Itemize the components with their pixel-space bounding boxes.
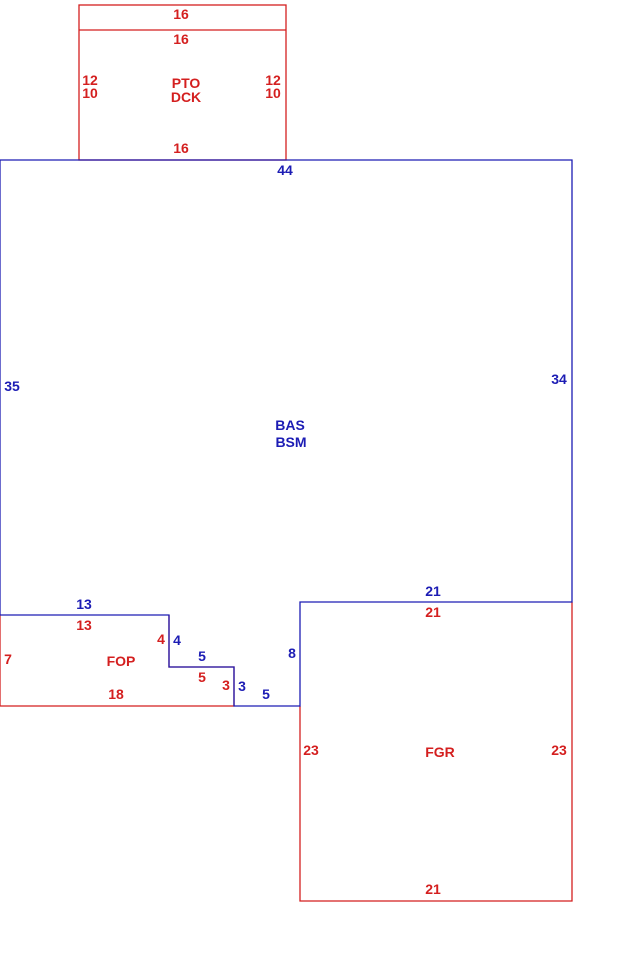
fgr-left-dimension: 23 [303, 742, 319, 758]
fgr-code-label: FGR [425, 744, 455, 760]
bas-left-bottom-dimension: 13 [76, 596, 92, 612]
pto-dck-area: 16 16 12 10 12 10 PTO DCK 16 [78, 4, 287, 161]
bas-top-dimension: 44 [277, 162, 293, 178]
bas-notch-step-dimension: 5 [198, 648, 206, 664]
fgr-outline [299, 602, 573, 902]
fgr-bottom-dimension: 21 [425, 881, 441, 897]
fop-code-label: FOP [107, 653, 136, 669]
fop-left-dimension: 7 [4, 651, 12, 667]
pto-top-dimension: 16 [173, 6, 189, 22]
bas-right-dimension: 34 [551, 371, 567, 387]
bsm-code-label: BSM [275, 434, 306, 450]
bas-garage-side-dimension: 8 [288, 645, 296, 661]
pto-right-dimension: 12 [265, 72, 281, 88]
fgr-area: 21 23 23 FGR 21 [299, 602, 573, 902]
fop-step-drop-dimension: 3 [222, 677, 230, 693]
dck-bottom-dimension: 16 [173, 140, 189, 156]
bas-left-dimension: 35 [4, 378, 20, 394]
bas-outline [0, 159, 573, 707]
bas-notch-drop2-dimension: 3 [238, 678, 246, 694]
bas-garage-top-dimension: 21 [425, 583, 441, 599]
fop-bottom-dimension: 18 [108, 686, 124, 702]
bas-notch-bottom-dimension: 5 [262, 686, 270, 702]
fop-top-dimension: 13 [76, 617, 92, 633]
fop-right-dimension: 4 [157, 631, 165, 647]
dck-left-dimension: 10 [82, 85, 98, 101]
bas-area: 44 35 34 BAS BSM 13 4 5 3 5 8 21 [0, 159, 573, 707]
pto-left-dimension: 12 [82, 72, 98, 88]
fgr-right-dimension: 23 [551, 742, 567, 758]
pto-code-label: PTO [172, 75, 201, 91]
dck-right-dimension: 10 [265, 85, 281, 101]
bas-code-label: BAS [275, 417, 305, 433]
fop-step-dimension: 5 [198, 669, 206, 685]
bas-notch-drop-dimension: 4 [173, 632, 181, 648]
fgr-top-dimension: 21 [425, 604, 441, 620]
dck-code-label: DCK [171, 89, 201, 105]
dck-top-dimension: 16 [173, 31, 189, 47]
